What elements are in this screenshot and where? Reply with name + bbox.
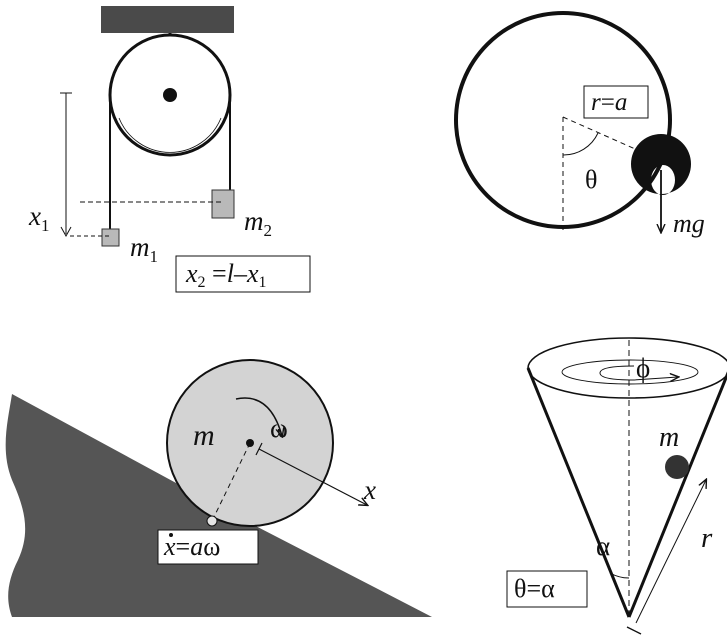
label-axis-x: x — [363, 475, 376, 505]
cone-constraint-text: θ=α — [514, 574, 555, 603]
cone-inner-rim — [561, 359, 699, 385]
angle-alpha-arc — [609, 572, 630, 579]
label-mg: mg — [673, 209, 705, 238]
r-dimension-line — [635, 480, 706, 624]
pulley-axle — [163, 88, 177, 102]
pulley-panel: x1 m1 m2 x2 =l–x1 — [28, 6, 311, 293]
hoop-panel: r=a θ mg — [454, 11, 705, 238]
incline-panel: m ω x x=aω — [5, 359, 432, 617]
label-m1: m1 — [130, 232, 158, 266]
label-alpha: α — [596, 531, 610, 561]
disk-center-dot — [246, 439, 254, 447]
xdot-dot — [169, 533, 173, 537]
r-dimension-tick — [626, 626, 642, 635]
cone-left-wall — [526, 367, 631, 618]
cone-right-wall — [627, 371, 727, 618]
label-r: r — [701, 522, 713, 554]
incline-constraint-text: x=aω — [163, 532, 220, 561]
label-omega: ω — [270, 413, 288, 443]
pulley-constraint-box — [175, 255, 311, 293]
label-cone-mass: m — [659, 422, 679, 453]
contact-point — [206, 515, 218, 527]
cone-constraint-box — [506, 570, 588, 608]
incline-ground — [5, 394, 432, 617]
rotation-arrow — [235, 397, 282, 436]
label-x1: x1 — [28, 201, 49, 235]
label-phi: ϕ — [636, 353, 650, 383]
hoop-constraint-box — [583, 85, 649, 119]
disk-x-axis-tick — [255, 442, 263, 456]
ceiling-bar — [101, 6, 234, 33]
label-disk-mass: m — [193, 419, 215, 452]
cone-panel: ϕ m α r θ=α — [506, 337, 727, 635]
pulley-inner-arc — [118, 117, 222, 153]
cone-particle — [665, 455, 689, 479]
hoop-constraint-text: r=a — [591, 89, 627, 116]
disk-x-axis-arrow — [258, 448, 367, 505]
mass-m1-block — [101, 228, 120, 247]
label-theta: θ — [585, 165, 597, 194]
mass-m2-block — [211, 189, 235, 219]
phi-rotation-arrow — [599, 365, 678, 380]
disk-contact-radius-dash — [211, 442, 251, 522]
pulley-constraint-text: x2 =l–x1 — [185, 259, 267, 291]
x1-dimension-arrowhead — [60, 226, 72, 238]
angle-theta-arc — [562, 132, 599, 156]
incline-constraint-box — [157, 529, 259, 565]
label-m2: m2 — [244, 206, 272, 240]
bead-ring — [631, 134, 691, 195]
cone-rim — [527, 337, 727, 399]
